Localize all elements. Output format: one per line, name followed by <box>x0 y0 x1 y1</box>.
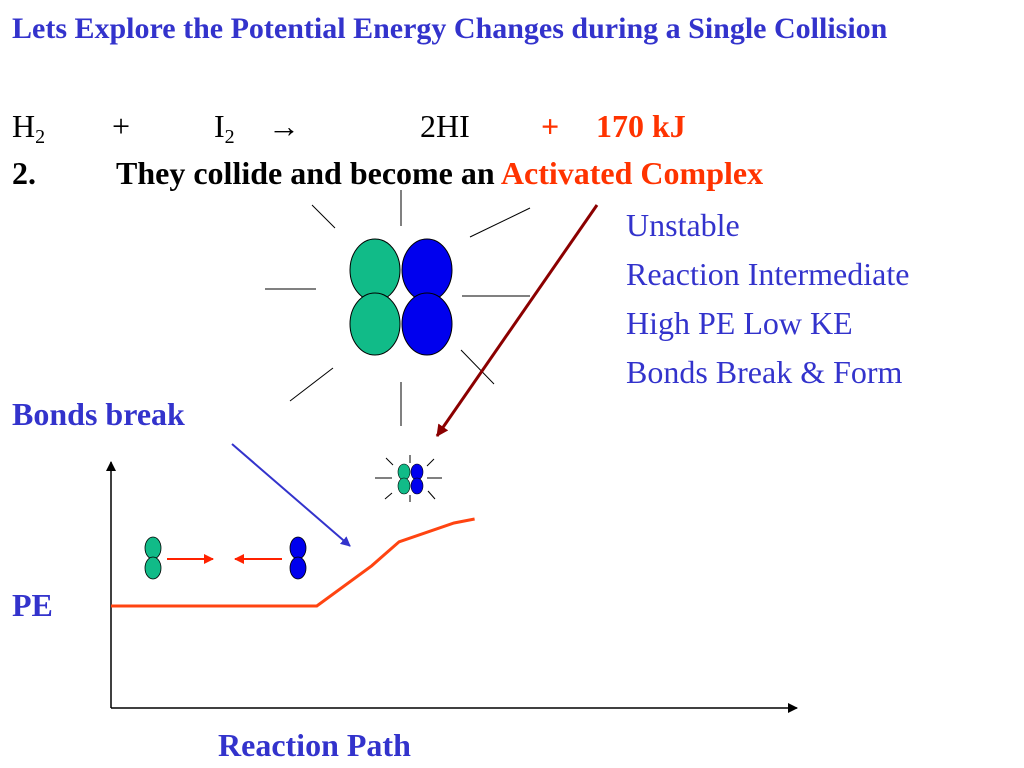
property-item: Unstable <box>626 207 740 243</box>
h2-subscript: 2 <box>35 126 46 148</box>
equation-product: 2HI <box>420 108 470 144</box>
hydrogen-atom <box>349 238 401 302</box>
burst-line <box>384 492 393 500</box>
equation-plus-energy: + <box>541 108 560 144</box>
bonds-break-arrow <box>231 443 351 547</box>
burst-line <box>427 490 436 500</box>
step-number: 2. <box>12 155 36 191</box>
property-item: Bonds Break & Form <box>626 354 903 390</box>
activated-complex-pointer-arrow <box>435 204 599 437</box>
large-activated-complex <box>349 238 453 356</box>
h2-symbol: H <box>12 108 36 144</box>
hydrogen-atom <box>144 536 162 560</box>
hydrogen-atom <box>397 463 411 481</box>
i2-molecule <box>289 536 307 580</box>
burst-line <box>460 349 495 385</box>
burst-line <box>385 457 394 466</box>
slide-title: Lets Explore the Potential Energy Change… <box>12 12 888 45</box>
iodine-atom <box>289 536 307 560</box>
pe-axis-label: PE <box>12 587 53 623</box>
reaction-path-label: Reaction Path <box>218 727 411 763</box>
burst-line <box>311 204 336 229</box>
activated-complex-label: Activated Complex <box>500 155 764 191</box>
equation-plus: + <box>112 108 131 144</box>
iodine-atom <box>289 556 307 580</box>
iodine-atom <box>410 477 424 495</box>
iodine-atom <box>401 238 453 302</box>
i2-subscript: 2 <box>224 126 235 148</box>
hydrogen-atom <box>349 292 401 356</box>
large-complex-burst <box>265 190 531 426</box>
burst-line <box>469 207 531 238</box>
equation-energy: 170 kJ <box>596 108 686 144</box>
step-text: They collide and become an Activated Com… <box>116 155 763 192</box>
equation-h2: H2 <box>12 108 45 149</box>
bonds-break-label: Bonds break <box>12 396 185 432</box>
iodine-atom <box>401 292 453 356</box>
burst-line <box>426 458 435 467</box>
burst-line <box>289 367 334 402</box>
i2-symbol: I <box>214 108 225 144</box>
iodine-atom <box>410 463 424 481</box>
small-activated-complex <box>397 463 424 495</box>
hydrogen-atom <box>144 556 162 580</box>
hydrogen-atom <box>397 477 411 495</box>
small-complex-burst <box>375 455 442 502</box>
equation-i2: I2 <box>214 108 235 149</box>
reaction-arrow: → <box>268 108 300 144</box>
pe-curve-series <box>111 517 475 608</box>
property-item: High PE Low KE <box>626 305 853 341</box>
step-description: They collide and become an <box>116 155 495 191</box>
complex-properties-list: Unstable Reaction Intermediate High PE L… <box>626 201 909 397</box>
h2-molecule <box>144 536 162 580</box>
property-item: Reaction Intermediate <box>626 256 910 292</box>
